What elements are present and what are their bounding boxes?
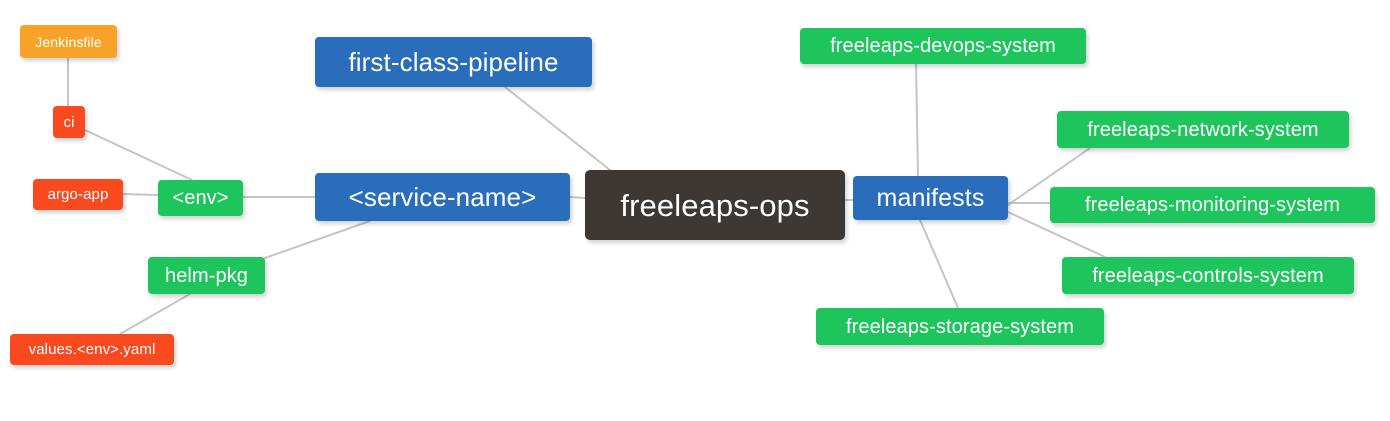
mindmap-node-freeleaps-monitoring-system[interactable]: freeleaps-monitoring-system <box>1050 187 1375 223</box>
mindmap-node-freeleaps-network-system[interactable]: freeleaps-network-system <box>1057 111 1349 148</box>
mindmap-node-values-env-yaml[interactable]: values.<env>.yaml <box>10 334 174 365</box>
edge-env-to-argo-app <box>122 193 159 196</box>
mindmap-node-first-class-pipeline[interactable]: first-class-pipeline <box>315 37 592 87</box>
mindmap-node-freeleaps-controls-system[interactable]: freeleaps-controls-system <box>1062 257 1354 294</box>
mindmap-node-freeleaps-devops-system[interactable]: freeleaps-devops-system <box>800 28 1086 64</box>
mindmap-node-freeleaps-storage-system[interactable]: freeleaps-storage-system <box>816 308 1104 345</box>
edge-manifests-to-freeleaps-devops-system <box>915 63 919 177</box>
edge-manifests-to-freeleaps-storage-system <box>919 219 959 309</box>
edge-freeleaps-ops-to-service-name <box>569 196 586 199</box>
edge-manifests-to-freeleaps-network-system <box>1007 147 1091 206</box>
edge-service-name-to-helm-pkg <box>264 220 371 259</box>
mindmap-node-service-name[interactable]: <service-name> <box>315 173 570 221</box>
edge-helm-pkg-to-values-env-yaml <box>119 293 191 335</box>
mindmap-node-manifests[interactable]: manifests <box>853 176 1008 220</box>
edge-env-to-ci <box>84 129 193 181</box>
mindmap-node-helm-pkg[interactable]: helm-pkg <box>148 257 265 294</box>
mindmap-node-argo-app[interactable]: argo-app <box>33 179 123 210</box>
mindmap-node-ci[interactable]: ci <box>53 106 85 138</box>
mindmap-node-env[interactable]: <env> <box>158 180 243 216</box>
mindmap-node-freeleaps-ops[interactable]: freeleaps-ops <box>585 170 845 240</box>
mindmap-node-jenkinsfile[interactable]: Jenkinsfile <box>20 25 117 58</box>
edge-manifests-to-freeleaps-controls-system <box>1007 211 1106 258</box>
edge-freeleaps-ops-to-first-class-pipeline <box>504 86 611 171</box>
